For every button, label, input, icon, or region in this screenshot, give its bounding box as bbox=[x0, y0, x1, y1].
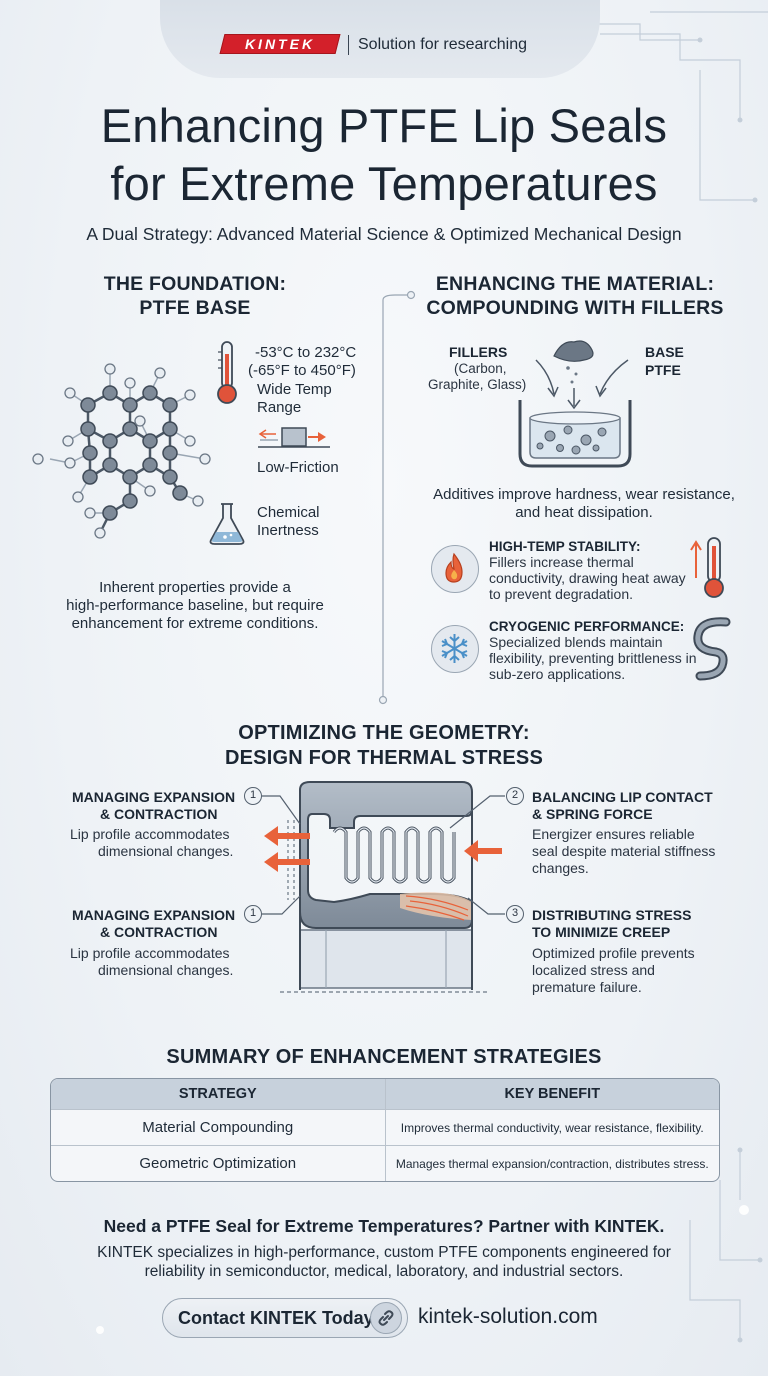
hightemp-desc-2: conductivity, drawing heat away bbox=[489, 570, 686, 586]
foundation-heading-2: PTFE BASE bbox=[139, 297, 251, 319]
temp-range-fahrenheit: (-65°F to 450°F) bbox=[248, 362, 356, 379]
spring-force-arrow-icon bbox=[464, 840, 502, 862]
callout-1a-title-2: & CONTRACTION bbox=[100, 806, 218, 822]
cta-body-1: KINTEK specializes in high-performance, … bbox=[97, 1244, 671, 1261]
material-heading-2: COMPOUNDING WITH FILLERS bbox=[426, 297, 724, 319]
callout-2-desc-1: Energizer ensures reliable bbox=[532, 826, 695, 842]
cryo-desc-1: Specialized blends maintain bbox=[489, 634, 663, 650]
foundation-summary-1: Inherent properties provide a bbox=[99, 579, 291, 596]
snowflake-icon bbox=[431, 625, 479, 673]
temp-label-1: Wide Temp bbox=[257, 381, 332, 398]
cryo-desc-2: flexibility, preventing brittleness in bbox=[489, 650, 697, 666]
mixing-beaker-icon bbox=[518, 340, 632, 468]
cta-body-2: reliability in semiconductor, medical, l… bbox=[144, 1263, 624, 1280]
summary-table: STRATEGY KEY BENEFIT Material Compoundin… bbox=[50, 1078, 720, 1182]
base-ptfe-label-1: BASE bbox=[645, 344, 684, 360]
fillers-sub-1: (Carbon, bbox=[454, 361, 507, 376]
lip-seal-cross-section bbox=[280, 781, 490, 993]
callout-2-title-2: & SPRING FORCE bbox=[532, 806, 653, 822]
foundation-heading-1: THE FOUNDATION: bbox=[103, 273, 287, 295]
callout-1b-desc-1: Lip profile accommodates bbox=[70, 945, 230, 961]
callout-2-desc-3: changes. bbox=[532, 860, 589, 876]
ptfe-molecule-icon bbox=[32, 363, 211, 539]
callout-1b-title-2: & CONTRACTION bbox=[100, 924, 218, 940]
hightemp-desc-1: Fillers increase thermal bbox=[489, 554, 634, 570]
callout-1a-desc-2: dimensional changes. bbox=[98, 843, 234, 859]
callout-3-desc-2: localized stress and bbox=[532, 962, 655, 978]
temp-range-celsius: -53°C to 232°C bbox=[255, 344, 357, 361]
page-subtitle: A Dual Strategy: Advanced Material Scien… bbox=[86, 224, 682, 244]
table-cell-strategy: Material Compounding bbox=[142, 1119, 294, 1136]
cryo-title: CRYOGENIC PERFORMANCE: bbox=[489, 619, 685, 634]
hightemp-title: HIGH-TEMP STABILITY: bbox=[489, 539, 641, 554]
chem-label-1: Chemical bbox=[257, 504, 320, 521]
column-header-strategy: STRATEGY bbox=[178, 1086, 257, 1102]
fillers-sub-2: Graphite, Glass) bbox=[428, 377, 527, 392]
table-cell-benefit: Improves thermal conductivity, wear resi… bbox=[384, 1110, 720, 1145]
flame-icon bbox=[431, 545, 479, 593]
callout-1a-desc-1: Lip profile accommodates bbox=[70, 826, 230, 842]
chemical-flask-icon bbox=[209, 503, 245, 545]
callout-1b-desc-2: dimensional changes. bbox=[98, 962, 234, 978]
cta-heading: Need a PTFE Seal for Extreme Temperature… bbox=[103, 1216, 665, 1236]
geometry-heading-1: OPTIMIZING THE GEOMETRY: bbox=[238, 722, 530, 744]
link-icon[interactable] bbox=[370, 1302, 402, 1334]
table-row: Material Compounding Improves thermal co… bbox=[51, 1109, 719, 1145]
callout-number-2: 2 bbox=[506, 787, 524, 805]
contraction-arrows-icon bbox=[264, 826, 310, 872]
fillers-label: FILLERS bbox=[449, 344, 508, 360]
page-title-line2: for Extreme Temperatures bbox=[110, 157, 658, 210]
table-cell-benefit: Manages thermal expansion/contraction, d… bbox=[384, 1146, 720, 1181]
table-row: Geometric Optimization Manages thermal e… bbox=[51, 1145, 719, 1181]
foundation-summary-3: enhancement for extreme conditions. bbox=[71, 615, 319, 632]
friction-label: Low-Friction bbox=[257, 459, 339, 476]
callout-3-title-2: TO MINIMIZE CREEP bbox=[532, 924, 671, 940]
summary-heading: SUMMARY OF ENHANCEMENT STRATEGIES bbox=[166, 1046, 602, 1068]
foundation-summary-2: high-performance baseline, but require bbox=[66, 597, 324, 614]
website-link[interactable]: kintek-solution.com bbox=[418, 1305, 598, 1328]
chem-label-2: Inertness bbox=[257, 522, 319, 539]
hightemp-desc-3: to prevent degradation. bbox=[489, 586, 633, 602]
callout-1a-title-1: MANAGING EXPANSION bbox=[72, 789, 236, 805]
callout-2-desc-2: seal despite material stiffness bbox=[532, 843, 716, 859]
header-tagline: Solution for researching bbox=[358, 36, 527, 53]
table-cell-strategy: Geometric Optimization bbox=[139, 1155, 297, 1172]
callout-3-desc-1: Optimized profile prevents bbox=[532, 945, 695, 961]
callout-2-title-1: BALANCING LIP CONTACT bbox=[532, 789, 713, 805]
callout-3-title-1: DISTRIBUTING STRESS bbox=[532, 907, 692, 923]
callout-number-1a: 1 bbox=[244, 787, 262, 805]
callout-number-1b: 1 bbox=[244, 905, 262, 923]
cryo-desc-3: sub-zero applications. bbox=[489, 666, 626, 682]
base-ptfe-label-2: PTFE bbox=[645, 362, 681, 378]
logo-text: KINTEK bbox=[244, 36, 316, 52]
additives-text-1: Additives improve hardness, wear resista… bbox=[433, 486, 735, 503]
material-heading-1: ENHANCING THE MATERIAL: bbox=[435, 273, 715, 295]
table-header-row: STRATEGY KEY BENEFIT bbox=[51, 1079, 719, 1109]
callout-3-desc-3: premature failure. bbox=[532, 979, 642, 995]
contact-button-label: Contact KINTEK Today bbox=[178, 1308, 374, 1328]
callout-number-3: 3 bbox=[506, 905, 524, 923]
header-divider bbox=[348, 35, 349, 55]
thermometer-icon bbox=[217, 341, 237, 404]
low-friction-icon bbox=[258, 427, 330, 448]
temp-label-2: Range bbox=[257, 399, 302, 416]
additives-text-2: and heat dissipation. bbox=[515, 504, 653, 521]
contact-kintek-button[interactable] bbox=[162, 1298, 408, 1338]
column-header-key-benefit: KEY BENEFIT bbox=[384, 1079, 720, 1109]
page-title-line1: Enhancing PTFE Lip Seals bbox=[100, 99, 668, 152]
geometry-heading-2: DESIGN FOR THERMAL STRESS bbox=[225, 747, 543, 769]
rising-thermometer-icon bbox=[690, 537, 724, 598]
callout-1b-title-1: MANAGING EXPANSION bbox=[72, 907, 236, 923]
flexible-strip-icon bbox=[693, 617, 731, 681]
